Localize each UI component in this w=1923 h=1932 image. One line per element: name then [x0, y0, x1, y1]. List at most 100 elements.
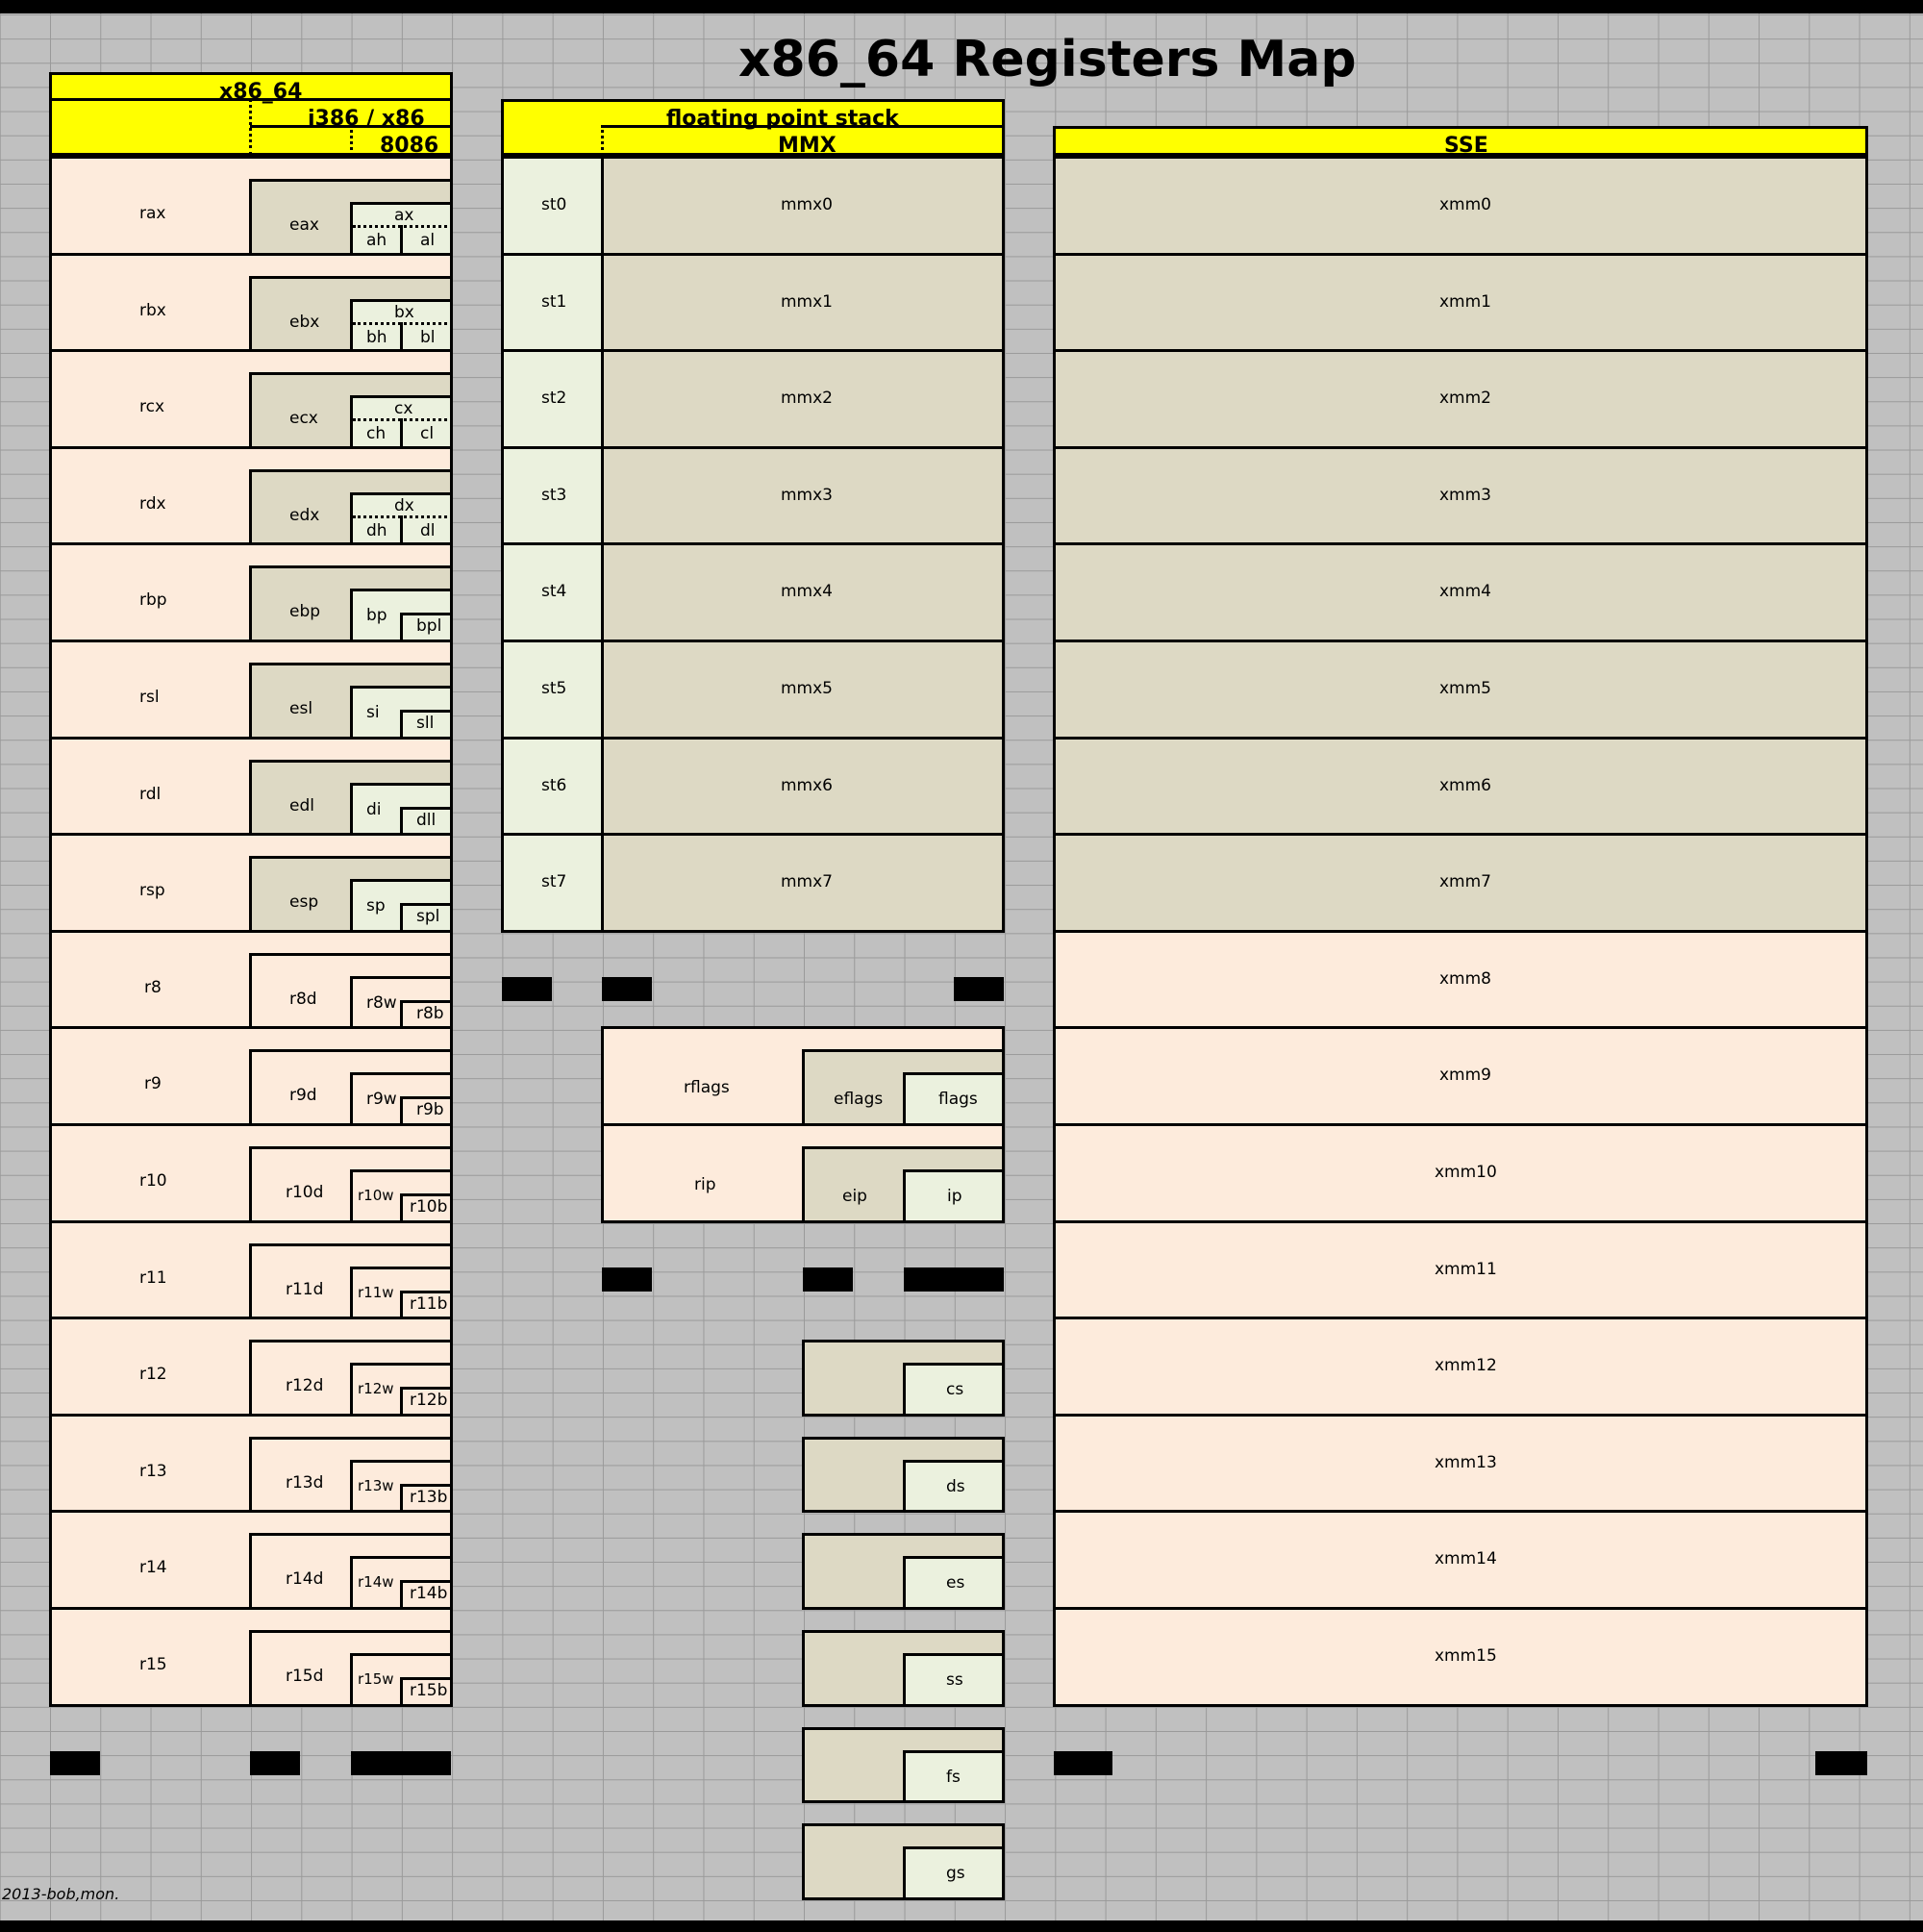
- special-16bit-label: flags: [938, 1090, 978, 1110]
- fpu-st-box: [501, 542, 604, 642]
- marker-block: [1054, 1751, 1112, 1775]
- byte-divider: [353, 418, 453, 422]
- credit-text: 2013-bob,mon.: [2, 1885, 120, 1903]
- gp-low-byte-label: bpl: [416, 616, 442, 637]
- marker-block: [803, 1267, 853, 1292]
- gp-64bit-label: rsl: [139, 688, 160, 707]
- sse-register-label: xmm7: [1439, 872, 1491, 892]
- special-16bit-label: ip: [947, 1187, 962, 1206]
- gp-8bit-box: [400, 1483, 453, 1514]
- byte-divider: [400, 321, 403, 350]
- gp-16bit-label: bx: [394, 302, 414, 322]
- gp-low-byte-label: cl: [420, 424, 435, 444]
- special-64bit-label: rip: [694, 1175, 716, 1194]
- gp-16bit-label: di: [366, 799, 382, 819]
- gp-16bit-box: [350, 395, 453, 449]
- gp-16bit-label: sp: [366, 896, 386, 916]
- gp-low-byte-label: r15b: [410, 1681, 448, 1700]
- sse-register-label: xmm12: [1435, 1356, 1497, 1376]
- segment-16bit-box: [903, 1363, 1005, 1417]
- gp-16bit-label: r14w: [358, 1573, 394, 1592]
- fpu-st-label: st3: [541, 485, 567, 505]
- segment-16bit-box: [903, 1749, 1005, 1804]
- gp-low-byte-label: r10b: [410, 1197, 448, 1217]
- mmx-box: [601, 445, 1005, 546]
- marker-block: [1815, 1751, 1867, 1775]
- fpu-st-box: [501, 156, 604, 256]
- sse-register-label: xmm15: [1435, 1646, 1497, 1666]
- sse-register-label: xmm9: [1439, 1066, 1491, 1086]
- gp-32bit-label: r9d: [289, 1086, 317, 1106]
- gp-high-byte-label: ah: [366, 231, 387, 250]
- gp-16bit-label: r15w: [358, 1670, 394, 1688]
- marker-block: [351, 1751, 451, 1775]
- gp-64bit-label: r14: [139, 1558, 167, 1578]
- marker-block: [954, 977, 1004, 1001]
- gp-low-byte-label: r8b: [416, 1003, 444, 1023]
- sse-register-label: xmm3: [1439, 485, 1491, 505]
- special-64bit-label: rflags: [684, 1078, 730, 1098]
- sse-register-label: xmm4: [1439, 582, 1491, 602]
- gp-32bit-label: eax: [289, 215, 319, 235]
- segment-register-label: cs: [946, 1380, 964, 1400]
- sse-register-box: [1053, 1123, 1868, 1223]
- mmx-label: mmx0: [781, 195, 833, 214]
- mmx-label: mmx2: [781, 389, 833, 409]
- gp-low-byte-label: sll: [416, 714, 435, 733]
- segment-register-label: ds: [946, 1476, 965, 1496]
- gp-32bit-label: r13d: [286, 1472, 324, 1493]
- gp-32bit-label: edx: [289, 505, 320, 525]
- gp-low-byte-label: al: [420, 231, 436, 250]
- gp-16bit-label: r13w: [358, 1476, 394, 1494]
- mmx-label: mmx1: [781, 291, 833, 312]
- gp-32bit-label: r15d: [286, 1667, 324, 1686]
- gp-32bit-label: ebp: [289, 602, 321, 622]
- sse-register-label: xmm5: [1439, 679, 1491, 698]
- byte-divider: [400, 225, 403, 253]
- byte-divider: [400, 514, 403, 543]
- gp-64bit-label: rbx: [139, 300, 166, 320]
- mmx-label: mmx3: [781, 485, 833, 505]
- gp-64bit-label: rbp: [139, 590, 167, 611]
- gp-low-byte-label: spl: [416, 907, 440, 927]
- segment-16bit-box: [903, 1846, 1005, 1900]
- sse-register-label: xmm8: [1439, 968, 1491, 989]
- gp-64bit-label: rdl: [139, 784, 162, 804]
- fpu-st-label: st6: [541, 775, 567, 795]
- header-x86-64: x86_64: [219, 80, 303, 104]
- sse-register-box: [1053, 1607, 1868, 1707]
- gp-32bit-label: r11d: [286, 1279, 324, 1299]
- marker-block: [250, 1751, 300, 1775]
- mmx-label: mmx4: [781, 582, 833, 602]
- gp-16bit-label: ax: [394, 206, 414, 225]
- mmx-label: mmx6: [781, 775, 833, 795]
- sse-register-label: xmm13: [1435, 1452, 1497, 1472]
- gp-8bit-box: [400, 806, 453, 837]
- gp-32bit-label: r12d: [286, 1376, 324, 1396]
- gp-32bit-label: esl: [289, 699, 313, 718]
- fpu-st-label: st5: [541, 679, 567, 698]
- segment-16bit-box: [903, 1459, 1005, 1514]
- gp-16bit-label: r8w: [366, 992, 397, 1013]
- gp-16bit-label: cx: [394, 399, 413, 419]
- sse-register-label: xmm0: [1439, 195, 1491, 214]
- fpu-st-label: st7: [541, 872, 567, 892]
- gp-64bit-label: rdx: [139, 493, 166, 514]
- mmx-box: [601, 833, 1005, 933]
- gp-64bit-label: r9: [144, 1074, 162, 1094]
- segment-16bit-box: [903, 1556, 1005, 1610]
- marker-block: [602, 1267, 652, 1292]
- fpu-st-label: st4: [541, 582, 567, 602]
- mmx-box: [601, 736, 1005, 837]
- gp-low-byte-label: r9b: [416, 1100, 444, 1120]
- gp-16bit-label: r12w: [358, 1380, 394, 1398]
- marker-block: [50, 1751, 100, 1775]
- mmx-label: mmx7: [781, 872, 833, 892]
- gp-32bit-label: r10d: [286, 1183, 324, 1202]
- gp-low-byte-label: dll: [416, 810, 437, 830]
- gp-64bit-label: r11: [139, 1267, 167, 1288]
- marker-block: [904, 1267, 1004, 1292]
- gp-high-byte-label: ch: [366, 424, 387, 444]
- gp-low-byte-label: r12b: [410, 1391, 448, 1411]
- segment-register-label: ss: [946, 1670, 963, 1690]
